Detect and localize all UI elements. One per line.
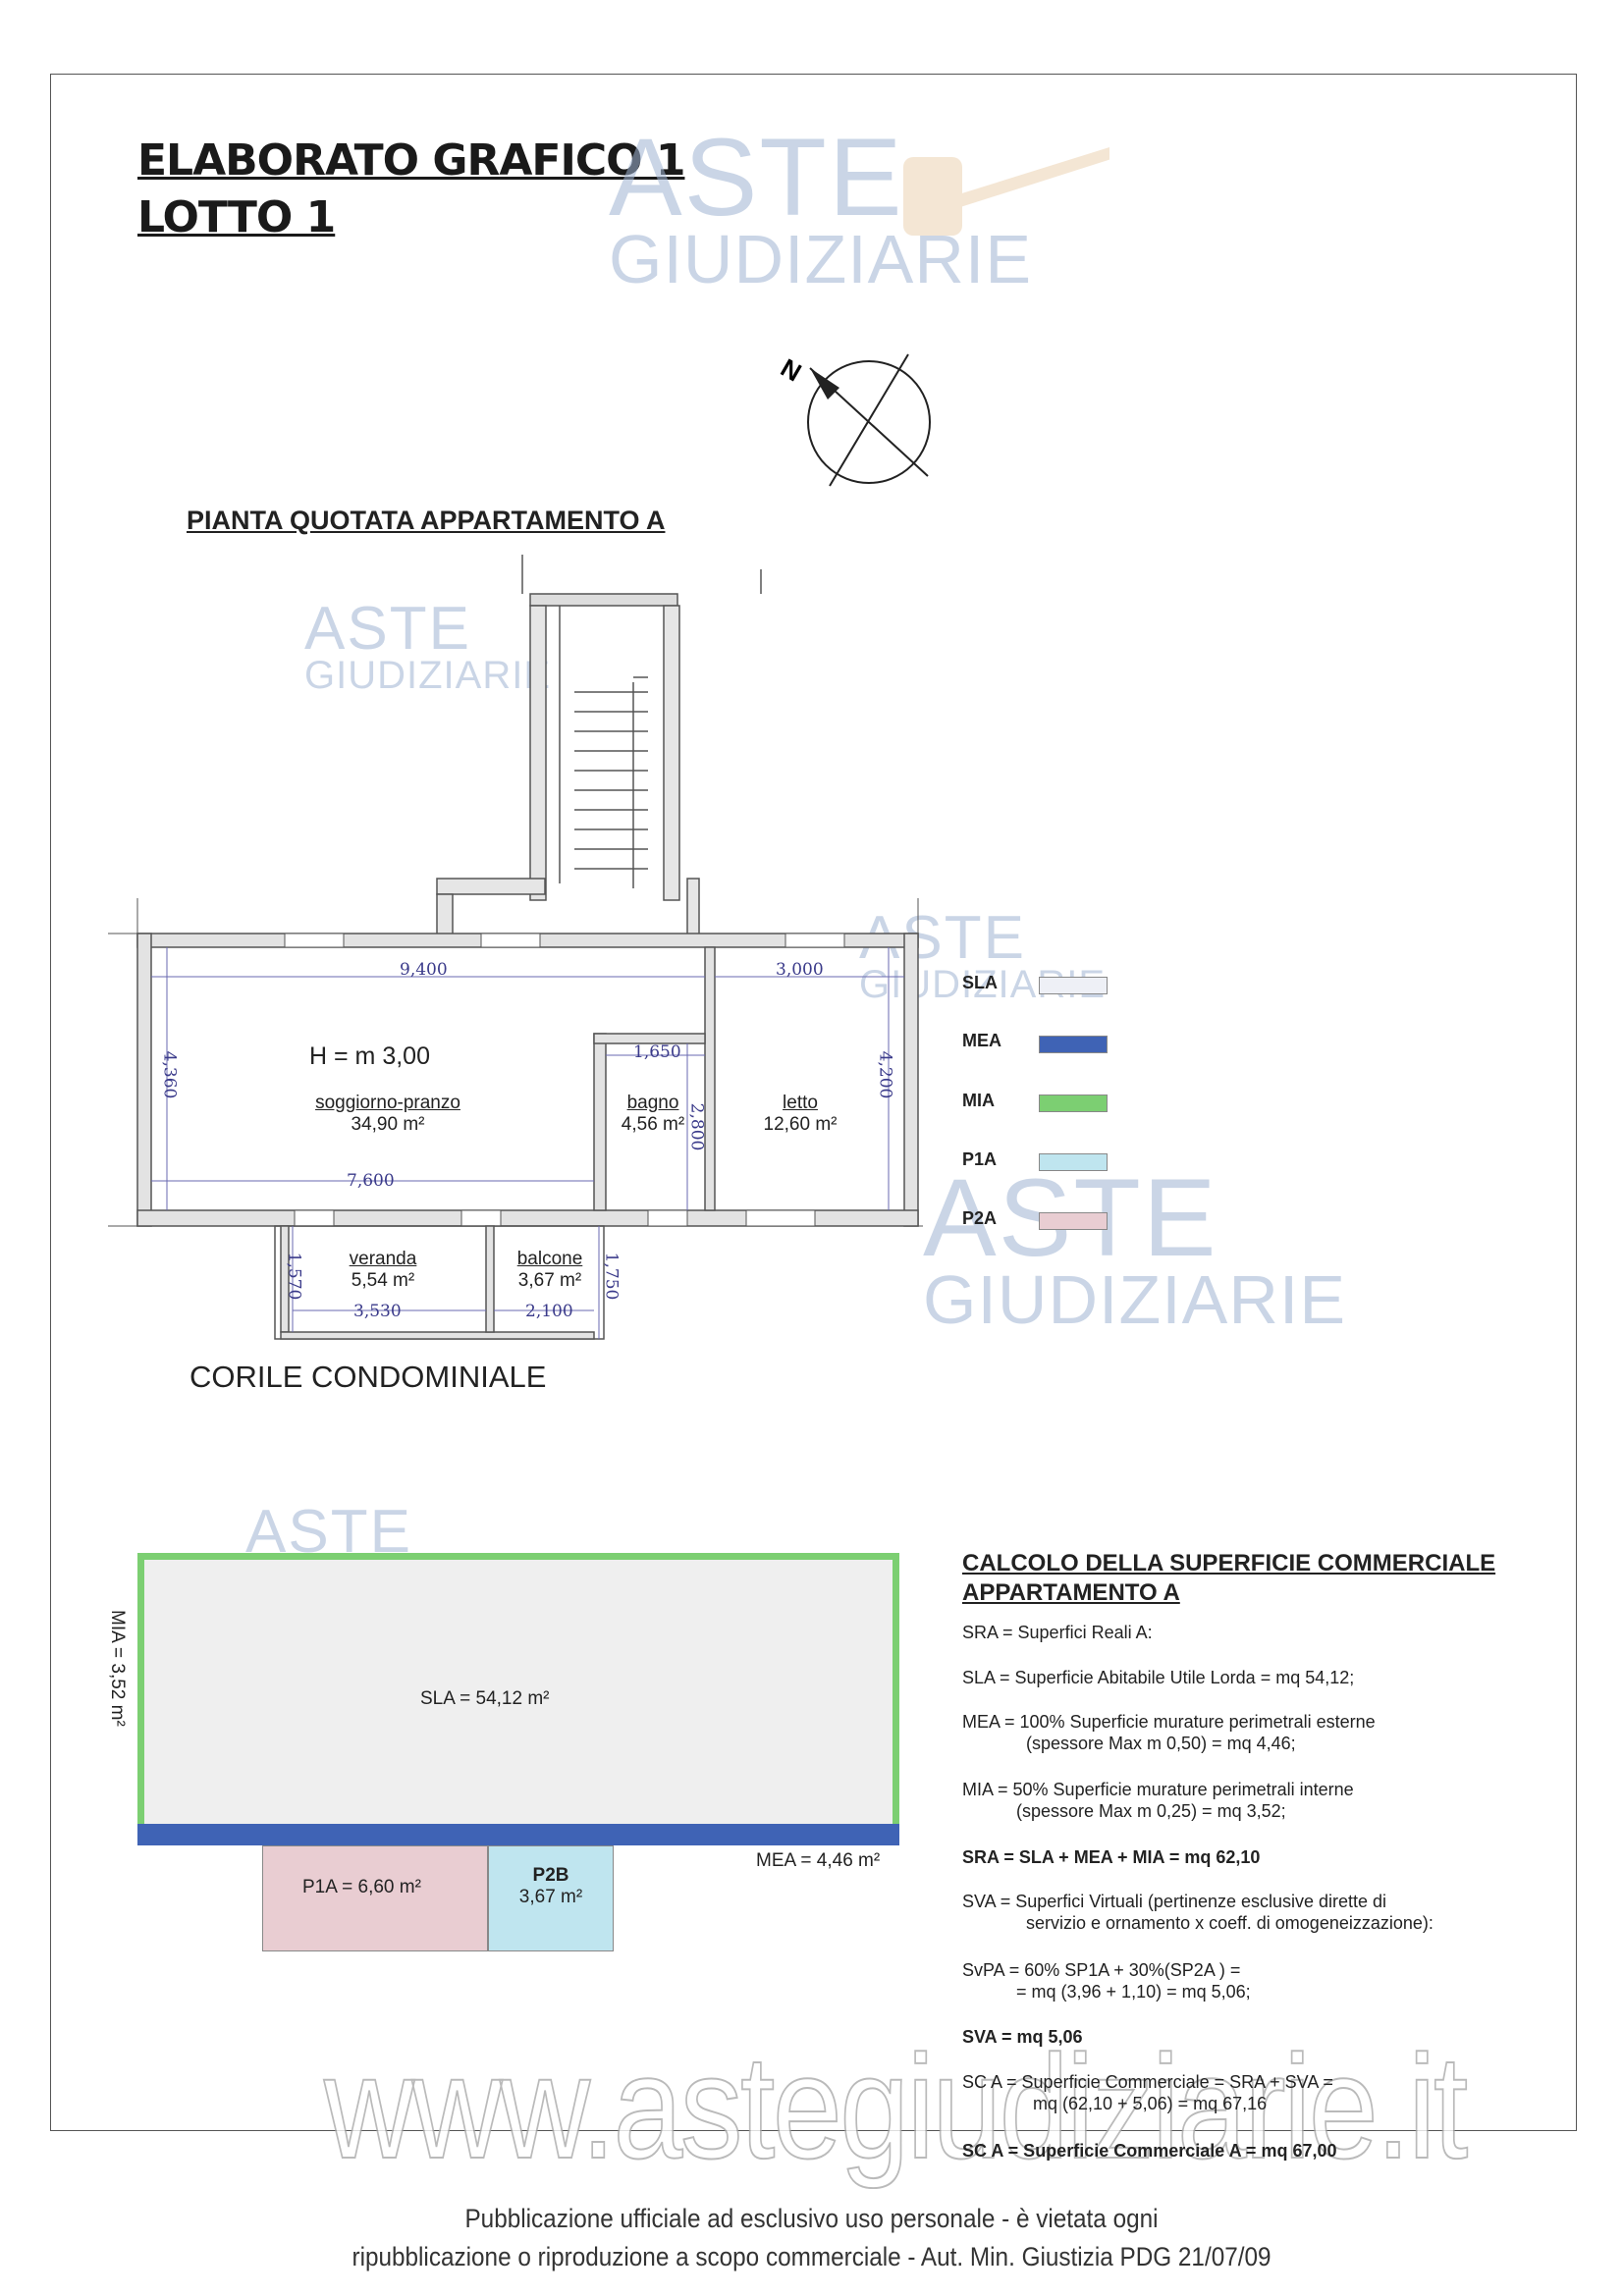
p2b-area-label: P2B 3,67 m² (488, 1865, 614, 1908)
legend-swatch (1039, 1095, 1108, 1112)
room-letto: letto 12,60 m² (746, 1093, 854, 1136)
mia-area-label: MIA = 3,52 m² (107, 1610, 128, 1727)
lot-title: LOTTO 1 (137, 192, 336, 242)
dimension-label: 2,100 (525, 1302, 573, 1321)
north-compass-icon: N (776, 352, 931, 487)
room-name: veranda (349, 1249, 417, 1269)
gavel-watermark-icon (903, 147, 1109, 236)
p2b-area-block (488, 1845, 614, 1951)
calc-line: MIA = 50% Superficie murature perimetral… (962, 1780, 1354, 1799)
dimension-label: 4,200 (875, 1050, 895, 1099)
calc-line: SvPA = 60% SP1A + 30%(SP2A ) = (962, 1960, 1241, 1980)
room-name: soggiorno-pranzo (315, 1093, 460, 1113)
calc-line: SC A = Superficie Commerciale A = mq 67,… (962, 2141, 1337, 2161)
dimension-label: 7,600 (347, 1171, 395, 1191)
room-name: letto (783, 1093, 818, 1113)
ceiling-height-label: H = m 3,00 (309, 1042, 430, 1070)
page-frame (50, 74, 1577, 2131)
calc-line: SVA = mq 5,06 (962, 2027, 1083, 2047)
calc-line: SLA = Superficie Abitabile Utile Lorda =… (962, 1668, 1355, 1687)
p1a-area-label: P1A = 6,60 m² (302, 1877, 421, 1897)
calc-line: (spessore Max m 0,25) = mq 3,52; (1016, 1801, 1286, 1821)
north-label: N (776, 352, 806, 387)
dimension-label: 3,530 (353, 1302, 402, 1321)
calc-line: (spessore Max m 0,50) = mq 4,46; (1026, 1734, 1296, 1753)
p1a-area-block (262, 1845, 488, 1951)
room-area: 5,54 m² (351, 1270, 415, 1291)
calc-line: servizio e ornamento x coeff. di omogene… (1026, 1913, 1434, 1933)
legend-label: P1A (962, 1149, 998, 1169)
calc-line: SRA = Superfici Reali A: (962, 1623, 1153, 1642)
legend-swatch (1039, 1153, 1108, 1171)
calc-line: mq (62,10 + 5,06) = mq 67,16 (1033, 2094, 1268, 2113)
dimension-label: 2,800 (686, 1102, 707, 1151)
room-area: 4,56 m² (621, 1114, 685, 1135)
dimension-label: 3,000 (776, 960, 824, 980)
legend-swatch (1039, 1212, 1108, 1230)
document-title: ELABORATO GRAFICO 1 (137, 135, 685, 186)
legend-label: MIA (962, 1091, 995, 1110)
dimension-label: 1,570 (284, 1252, 304, 1301)
room-balcone: balcone 3,67 m² (501, 1249, 599, 1292)
room-veranda: veranda 5,54 m² (334, 1249, 432, 1292)
p2b-area: 3,67 m² (518, 1887, 583, 1907)
calc-line: MEA = 100% Superficie murature perimetra… (962, 1712, 1376, 1732)
dimension-label: 1,750 (601, 1252, 622, 1301)
room-area: 3,67 m² (517, 1270, 582, 1291)
legend-swatch (1039, 1036, 1108, 1053)
dimension-label: 9,400 (400, 960, 448, 980)
room-name: balcone (516, 1249, 583, 1269)
sla-area-block (137, 1553, 899, 1826)
room-area: 12,60 m² (763, 1114, 838, 1135)
room-bagno: bagno 4,56 m² (609, 1093, 697, 1136)
calc-line: = mq (3,96 + 1,10) = mq 5,06; (1016, 1982, 1251, 2002)
dimension-label: 4,360 (159, 1050, 180, 1099)
room-name: bagno (626, 1093, 679, 1113)
calc-line: SVA = Superfici Virtuali (pertinenze esc… (962, 1892, 1387, 1911)
p2b-label: P2B (532, 1865, 569, 1886)
watermark-url: www.astegiudiziarie.it (323, 2023, 1469, 2190)
room-area: 34,90 m² (351, 1114, 425, 1135)
calc-title: CALCOLO DELLA SUPERFICIE COMMERCIALE APP… (962, 1550, 1496, 1606)
legend-swatch (1039, 977, 1108, 994)
footer-line2: ripubblicazione o riproduzione a scopo c… (352, 2242, 1271, 2271)
sla-area-label: SLA = 54,12 m² (420, 1688, 550, 1709)
calc-line: SC A = Superficie Commerciale = SRA + SV… (962, 2072, 1333, 2092)
legend-label: MEA (962, 1031, 1001, 1050)
legend-label: P2A (962, 1208, 998, 1228)
room-soggiorno: soggiorno-pranzo 34,90 m² (299, 1093, 476, 1136)
footer-line1: Pubblicazione ufficiale ad esclusivo uso… (464, 2204, 1159, 2233)
mea-area-label: MEA = 4,46 m² (756, 1850, 881, 1871)
floor-plan (108, 555, 923, 1340)
calc-line: SRA = SLA + MEA + MIA = mq 62,10 (962, 1847, 1261, 1867)
plan-title: PIANTA QUOTATA APPARTAMENTO A (187, 506, 666, 535)
dimension-label: 1,650 (633, 1042, 681, 1062)
mea-wall-strip (137, 1824, 899, 1845)
courtyard-label: CORILE CONDOMINIALE (189, 1360, 547, 1394)
legend-label: SLA (962, 973, 998, 992)
